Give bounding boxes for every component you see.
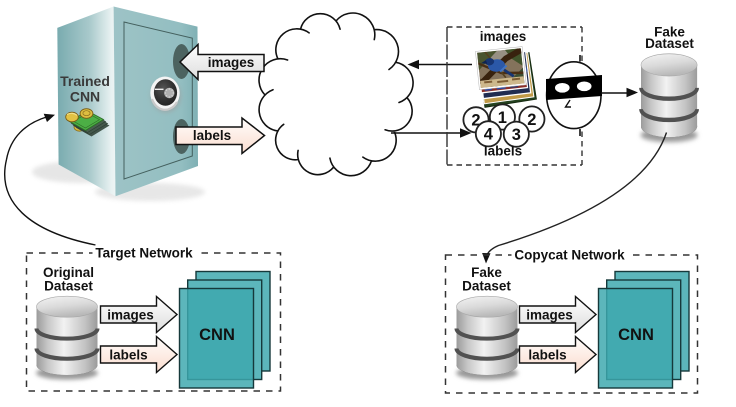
- svg-text:CNN: CNN: [70, 89, 100, 105]
- svg-text:Copycat Network: Copycat Network: [514, 248, 625, 263]
- svg-text:CNN: CNN: [199, 326, 235, 344]
- svg-text:1: 1: [498, 109, 507, 127]
- svg-text:CNN: CNN: [618, 326, 654, 344]
- svg-text:images: images: [480, 29, 527, 44]
- svg-text:Dataset: Dataset: [44, 279, 93, 294]
- svg-text:images: images: [107, 307, 154, 322]
- svg-text:Original: Original: [43, 265, 94, 280]
- svg-text:4: 4: [484, 126, 494, 144]
- svg-text:Dataset: Dataset: [462, 279, 511, 294]
- svg-text:Trained: Trained: [60, 73, 110, 89]
- svg-text:Fake: Fake: [471, 265, 502, 280]
- svg-text:images: images: [526, 307, 573, 322]
- svg-text:labels: labels: [528, 347, 566, 362]
- svg-text:labels: labels: [484, 144, 522, 159]
- svg-text:images: images: [208, 55, 255, 70]
- svg-text:2: 2: [527, 111, 536, 129]
- svg-text:2: 2: [471, 112, 480, 130]
- svg-text:Fake: Fake: [654, 25, 685, 40]
- svg-text:3: 3: [512, 126, 521, 144]
- svg-text:Target Network: Target Network: [95, 246, 193, 261]
- svg-text:labels: labels: [193, 128, 231, 143]
- svg-text:Dataset: Dataset: [645, 36, 694, 51]
- svg-text:labels: labels: [109, 347, 147, 362]
